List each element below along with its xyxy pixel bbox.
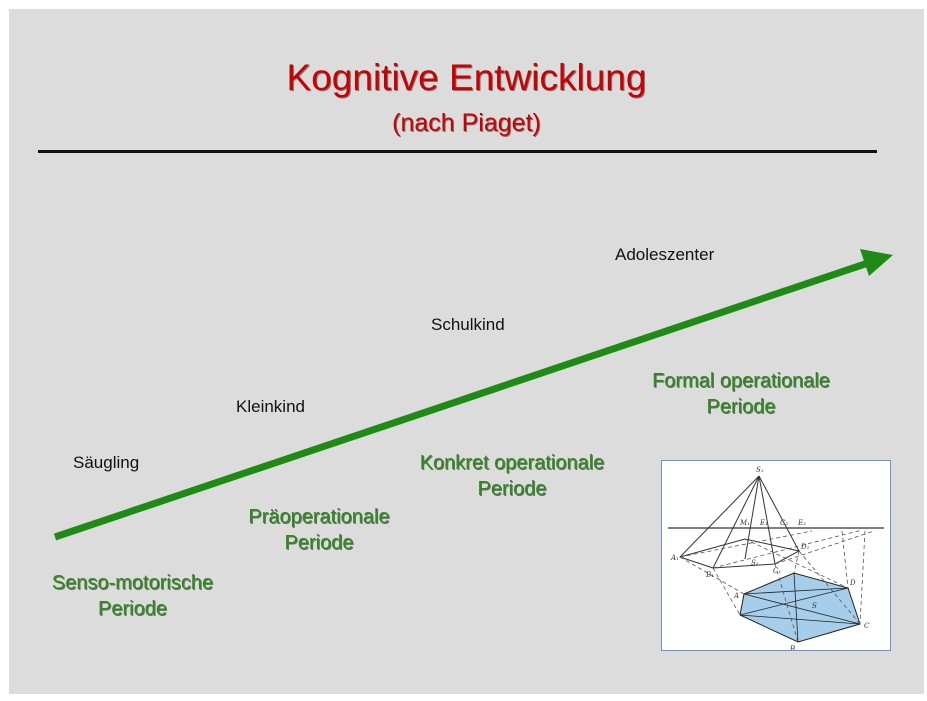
arrow-shaft	[53, 258, 873, 541]
slide-subtitle: (nach Piaget)	[392, 109, 541, 137]
period-sensomotorisch-line2: Periode	[98, 598, 167, 620]
label-e2: E₂	[797, 519, 806, 527]
slide: Kognitive Entwicklung (nach Piaget) Säug…	[9, 9, 924, 694]
label-m1: M₁	[739, 519, 750, 527]
polygon-diagonal	[739, 587, 849, 616]
label-b1: B₁	[705, 571, 714, 579]
projection-lines	[679, 529, 875, 643]
pyramid-edge	[744, 475, 760, 560]
label-a: A	[733, 592, 739, 600]
pyramid-projection-drawing: S₁ A₁ B₁ C₁ D₁ S₂ A B C D S M₁ E₁ C₂ E₂	[668, 466, 884, 653]
period-sensomotorisch-line1: Senso-motorische	[51, 572, 214, 594]
period-praeoperational: Präoperationale Periode	[229, 504, 409, 556]
label-d1: D₁	[800, 543, 810, 551]
label-s: S	[812, 602, 817, 610]
slide-title: Kognitive Entwicklung	[286, 57, 647, 98]
label-e1: E₁	[759, 519, 768, 527]
arrow-head	[860, 249, 893, 276]
label-s1: S₁	[756, 466, 764, 474]
label-c1: C₁	[773, 567, 781, 575]
period-formal-line2: Periode	[706, 396, 776, 418]
period-praeoperational-line1: Präoperationale	[248, 506, 390, 528]
stage-adoleszenter: Adoleszenter	[615, 245, 715, 264]
stage-kleinkind: Kleinkind	[236, 397, 305, 416]
label-d: D	[849, 579, 856, 587]
polygon-diagonal	[743, 593, 861, 625]
base-polygon	[739, 572, 861, 643]
pyramid-base	[679, 538, 801, 569]
label-c2: C₂	[780, 519, 788, 527]
title-divider	[38, 150, 877, 153]
label-c: C	[864, 622, 870, 630]
period-konkret: Konkret operationale Periode	[387, 450, 637, 502]
period-sensomotorisch: Senso-motorische Periode	[40, 570, 225, 622]
label-a1: A₁	[670, 554, 679, 562]
label-s2: S₂	[751, 559, 759, 567]
pyramid-edge	[758, 475, 776, 565]
label-b: B	[789, 645, 795, 650]
stage-schulkind: Schulkind	[431, 315, 505, 334]
geometry-figure: S₁ A₁ B₁ C₁ D₁ S₂ A B C D S M₁ E₁ C₂ E₂	[661, 460, 891, 653]
period-praeoperational-line2: Periode	[284, 532, 354, 554]
stage-saeugling: Säugling	[73, 453, 140, 472]
pyramid-edge	[758, 475, 800, 552]
pyramid-edge	[679, 475, 760, 558]
pyramid-edge	[712, 475, 760, 569]
period-formal-line1: Formal operationale	[652, 370, 830, 392]
period-konkret-line1: Konkret operationale	[419, 452, 605, 474]
period-konkret-line2: Periode	[477, 478, 547, 500]
development-arrow	[53, 249, 893, 541]
polygon-diagonal	[739, 614, 861, 625]
period-formal: Formal operationale Periode	[626, 368, 856, 420]
